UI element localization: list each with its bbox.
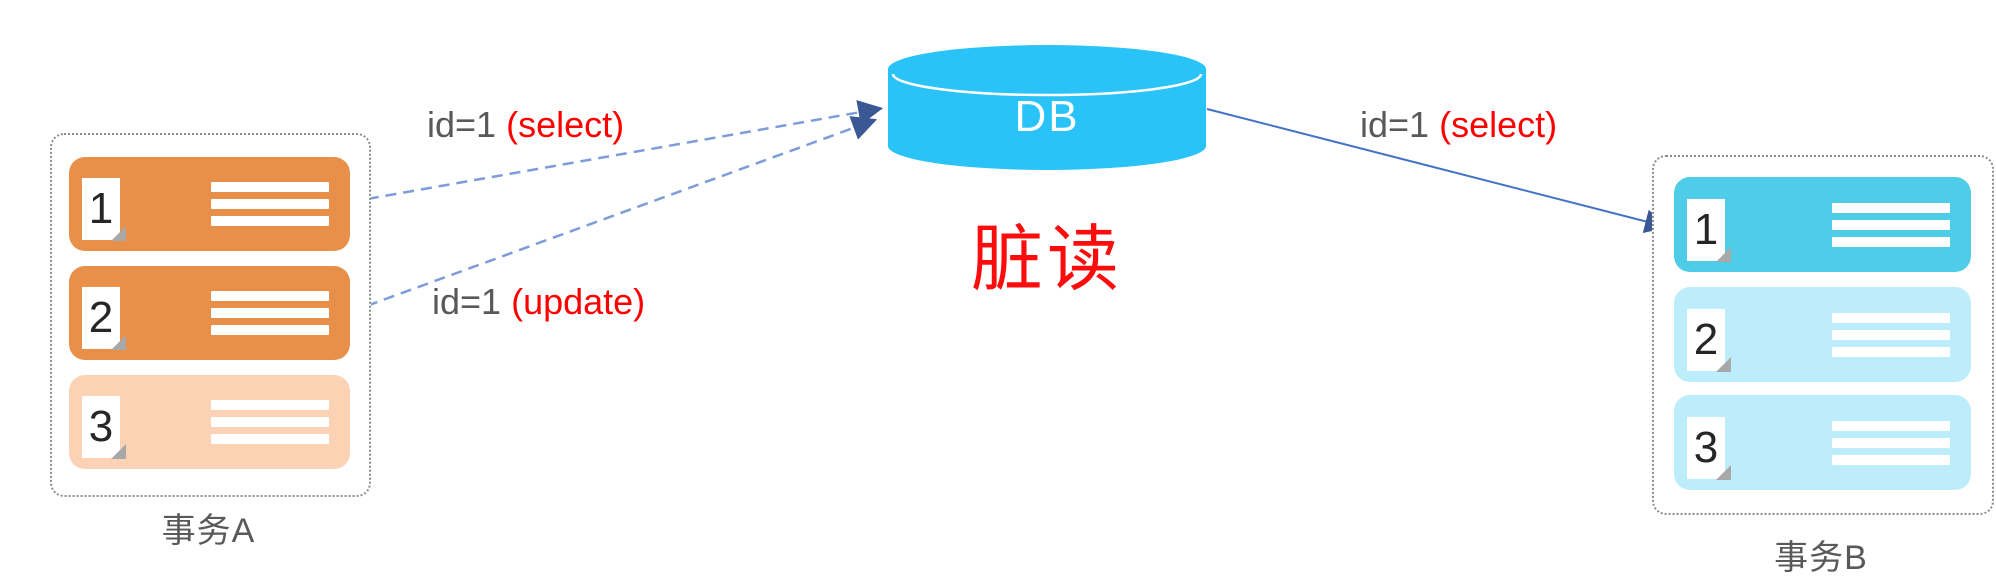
step-number: 2 — [88, 292, 114, 342]
step-number: 3 — [88, 401, 114, 451]
fold-corner-icon — [1716, 246, 1731, 262]
fold-corner-icon — [111, 225, 126, 241]
transaction-b-step-1: 1 — [1674, 177, 1971, 272]
list-lines-icon — [1832, 312, 1950, 357]
label-a-select-prefix: id=1 — [427, 104, 497, 145]
list-lines-icon — [211, 291, 329, 335]
label-a-update-op: (update) — [511, 281, 646, 322]
fold-corner-icon — [1716, 356, 1731, 372]
db-label: DB — [1014, 92, 1080, 141]
label-a-update-prefix: id=1 — [432, 281, 502, 322]
page-icon: 3 — [1687, 416, 1731, 480]
step-number: 1 — [1693, 204, 1719, 254]
step-number: 2 — [1693, 314, 1719, 364]
step-number: 3 — [1693, 422, 1719, 472]
page-icon: 3 — [82, 395, 126, 459]
list-lines-icon — [211, 182, 329, 226]
transaction-a-step-1: 1 — [69, 157, 350, 251]
transaction-b-step-2: 2 — [1674, 287, 1971, 382]
transaction-a-step-2: 2 — [69, 266, 350, 360]
transaction-a-label: 事务A — [161, 512, 256, 550]
fold-corner-icon — [111, 443, 126, 459]
list-lines-icon — [1832, 202, 1950, 247]
label-b-select-prefix: id=1 — [1360, 104, 1430, 145]
label-b-select: id=1(select) — [1360, 104, 1557, 146]
list-lines-icon — [211, 400, 329, 444]
transaction-b-label: 事务B — [1774, 539, 1868, 577]
page-icon: 2 — [1687, 308, 1731, 372]
list-lines-icon — [1832, 420, 1950, 465]
transaction-b-box: 1 2 3 — [1652, 155, 1994, 515]
page-icon: 2 — [82, 286, 126, 350]
label-a-select-op: (select) — [506, 104, 625, 145]
page-icon: 1 — [1687, 198, 1731, 262]
step-number: 1 — [88, 183, 114, 233]
label-b-select-op: (select) — [1439, 104, 1558, 145]
fold-corner-icon — [111, 334, 126, 350]
label-a-select: id=1(select) — [427, 104, 624, 146]
label-a-update: id=1(update) — [432, 281, 645, 323]
transaction-a-box: 1 2 3 — [50, 133, 371, 497]
diagram-title: 脏读 — [970, 220, 1123, 300]
transaction-b-step-3: 3 — [1674, 395, 1971, 490]
page-icon: 1 — [82, 177, 126, 241]
db-cylinder-icon — [888, 44, 1206, 176]
fold-corner-icon — [1716, 464, 1731, 480]
transaction-a-step-3: 3 — [69, 375, 350, 469]
